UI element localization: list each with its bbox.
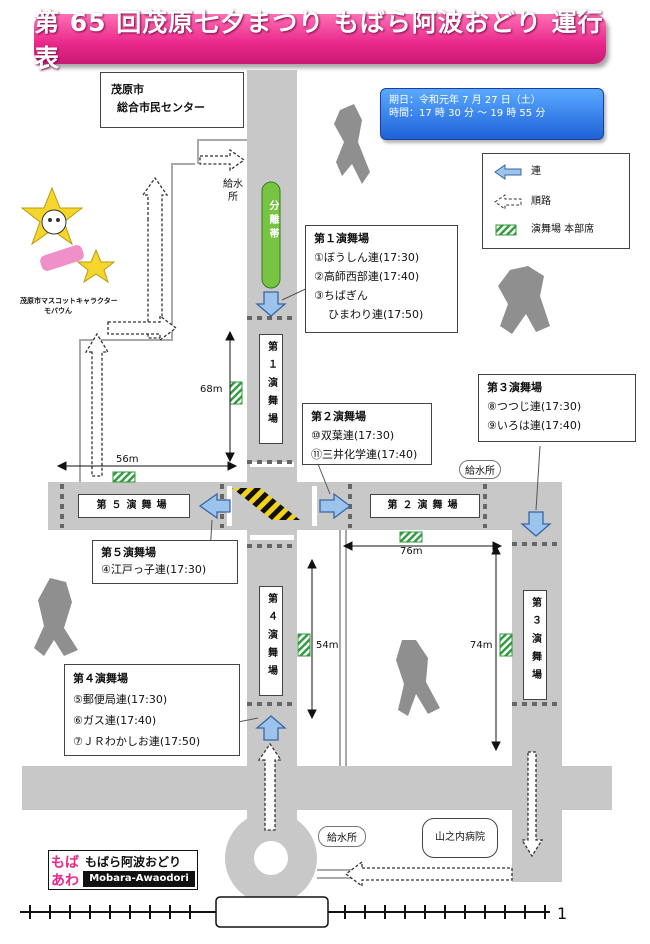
mascot-caption: 茂原市マスコットキャラクター モバウん [20, 296, 118, 316]
route-arrows [84, 148, 544, 888]
stage3-road-label: 第３演舞場 [523, 590, 547, 700]
hospital-building: 山之内病院 [422, 818, 498, 858]
stage3-line-1: ⑧つつじ連(17:30) [487, 400, 582, 413]
event-logo: もば あわ もばら阿波おどり Mobara-Awaodori [48, 850, 198, 890]
legend: 連 順路 演舞場 本部席 [482, 153, 630, 249]
distance-68: 68m [200, 384, 223, 395]
stage4-header: 第４演舞場 [73, 672, 128, 685]
stage5-road-label: 第５演舞場 [78, 494, 190, 518]
center-name-1: 茂原市 [111, 83, 144, 96]
station-building [215, 896, 329, 928]
stage2-header: 第２演舞場 [311, 410, 366, 423]
roundabout-island [254, 841, 288, 875]
stage2-road-label: 第２演舞場 [370, 494, 480, 518]
stage-markers [112, 381, 513, 657]
stage1-line-2: ②高師西部連(17:40) [314, 270, 420, 283]
center-building: 茂原市 総合市民センター [100, 72, 244, 128]
stage3-callout: 第３演舞場 ⑧つつじ連(17:30) ⑨いろは連(17:40) [478, 374, 636, 442]
divider-label: 分離帯 [267, 200, 278, 242]
logo-kana-2: あわ [51, 873, 79, 889]
divider-strip [261, 181, 281, 289]
logo-kana-1: もば [51, 855, 79, 871]
mascot-caption-1: 茂原市マスコットキャラクター [20, 297, 118, 305]
stage4-line-3: ⑦ＪＲわかしお連(17:50) [73, 735, 201, 748]
legend-stage-icon [495, 224, 517, 236]
stage3-road-text: 第３演舞場 [529, 597, 541, 687]
legend-ren: 連 [531, 166, 541, 177]
stage2-callout: 第２演舞場 ⑩双葉連(17:30) ⑪三井化学連(17:40) [302, 403, 432, 465]
distance-56: 56m [116, 454, 139, 465]
stage1-line-3: ③ちばぎん [314, 289, 368, 302]
stage4-road-text: 第４演舞場 [265, 593, 277, 683]
distance-76: 76m [400, 546, 423, 557]
center-name-2: 総合市民センター [117, 101, 205, 114]
measure-lines [56, 330, 503, 752]
legend-route-icon [494, 194, 522, 210]
stage5-line-1: ④江戸っ子連(17:30) [101, 563, 207, 576]
legend-stage: 演舞場 本部席 [531, 224, 595, 235]
legend-route: 順路 [531, 196, 551, 207]
stage2-line-1: ⑩双葉連(17:30) [311, 429, 395, 442]
stage4-callout: 第４演舞場 ⑤郵便局連(17:30) ⑥ガス連(17:40) ⑦ＪＲわかしお連(… [64, 664, 240, 756]
dancer-silhouettes [34, 104, 550, 716]
stage1-header: 第１演舞場 [314, 232, 369, 245]
stage1-callout: 第１演舞場 ①ぼうしん連(17:30) ②高師西部連(17:40) ③ちばぎん … [305, 225, 458, 333]
stage3-header: 第３演舞場 [487, 381, 542, 394]
water-station-right: 給水所 [459, 460, 501, 479]
logo-roman: Mobara-Awaodori [83, 871, 195, 887]
logo-name: もばら阿波おどり [85, 855, 182, 869]
hazard-stripe [232, 488, 300, 520]
stage4-line-1: ⑤郵便局連(17:30) [73, 693, 168, 706]
stage1-road-label: 第１演舞場 [259, 334, 283, 444]
stage5-road-text: 第５演舞場 [96, 500, 172, 511]
page-title: 第 65 回茂原七夕まつり もばら阿波おどり 運行表 [34, 8, 604, 73]
stage5-header: 第５演舞場 [101, 546, 156, 559]
hospital-label: 山之内病院 [435, 832, 485, 843]
schedule-info: 期日：令和元年 7 月 27 日（土） 時間：17 時 30 分 〜 19 時 … [380, 88, 604, 140]
stage1-road-text: 第１演舞場 [265, 341, 277, 431]
water-station-top-label: 給水所 [223, 179, 243, 203]
page-number: 1 [557, 904, 568, 923]
schedule-date: 期日：令和元年 7 月 27 日（土） [389, 95, 541, 106]
mascot-icon [20, 186, 116, 284]
water-station-top: 給水所 [222, 178, 244, 204]
stage1-line-4: ひまわり連(17:50) [328, 308, 424, 321]
stage4-road-label: 第４演舞場 [259, 586, 283, 696]
title-banner: 第 65 回茂原七夕まつり もばら阿波おどり 運行表 [34, 8, 606, 73]
stage4-line-2: ⑥ガス連(17:40) [73, 714, 157, 727]
stage1-line-1: ①ぼうしん連(17:30) [314, 251, 420, 264]
stage3-line-2: ⑨いろは連(17:40) [487, 419, 582, 432]
stage2-line-2: ⑪三井化学連(17:40) [311, 448, 418, 461]
water-station-bottom: 給水所 [318, 826, 366, 847]
mascot-caption-2: モバウん [44, 307, 72, 315]
distance-54: 54m [316, 640, 339, 651]
schedule-time: 時間：17 時 30 分 〜 19 時 55 分 [389, 108, 546, 119]
stage2-road-text: 第２演舞場 [387, 500, 463, 511]
legend-arrow-icon [494, 164, 522, 180]
stage5-callout: 第５演舞場 ④江戸っ子連(17:30) [92, 540, 238, 584]
distance-74: 74m [470, 640, 493, 651]
direction-arrows [198, 291, 552, 741]
